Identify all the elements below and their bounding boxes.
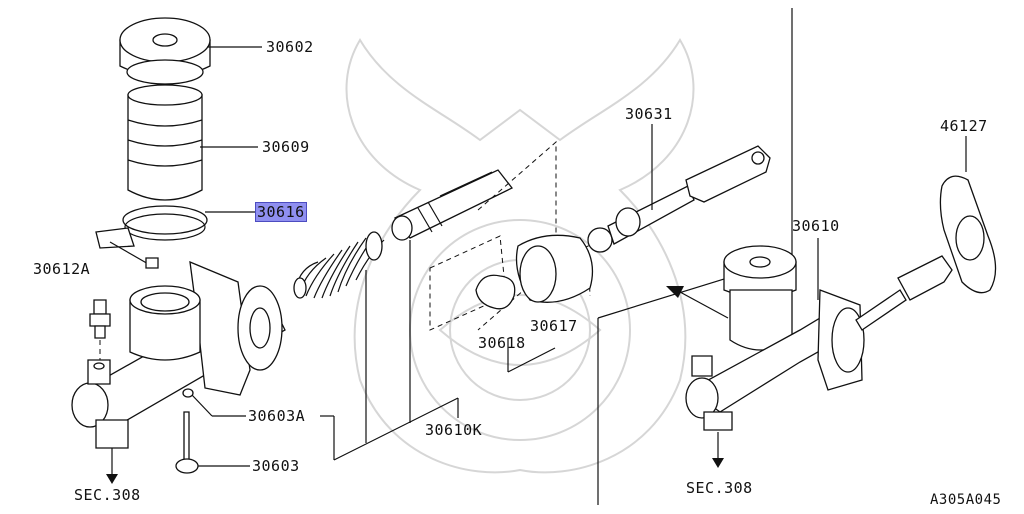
return-spring-part [294,232,384,298]
push-rod-part [588,146,770,252]
snap-ring-part [476,275,515,309]
mounting-bolt-part [176,412,198,473]
master-cylinder-body [72,262,285,448]
master-cylinder-assembly [686,246,952,430]
reservoir-tank-part [128,85,202,200]
leader-line [334,398,458,460]
gasket-part [940,176,995,293]
down-arrow-icon [712,458,724,468]
callout-30603a[interactable]: 30603A [248,407,306,425]
callout-30603[interactable]: 30603 [252,457,300,475]
piston-part [392,170,512,240]
callout-30612a[interactable]: 30612A [33,260,91,278]
dust-boot-part [517,235,593,302]
down-arrow-icon [106,474,118,484]
callout-30610[interactable]: 30610 [792,217,840,235]
kit-boundary-line [478,142,556,330]
washer-part [183,389,193,397]
hose-clamp-part [96,206,207,268]
callout-30616-highlighted[interactable]: 30616 [255,202,307,222]
callout-30610k[interactable]: 30610K [425,421,483,439]
section-ref-right[interactable]: SEC.308 [686,479,753,497]
leader-line [508,348,555,372]
leader-line [192,395,212,416]
drawing-code: A305A045 [930,492,1002,508]
bleeder-screw-part [90,300,110,338]
section-ref-left[interactable]: SEC.308 [74,486,141,504]
callout-46127[interactable]: 46127 [940,117,988,135]
callout-30617[interactable]: 30617 [530,317,578,335]
callout-30609[interactable]: 30609 [262,138,310,156]
callout-30631[interactable]: 30631 [625,105,673,123]
direction-arrow-icon [666,286,684,298]
callout-30618[interactable]: 30618 [478,334,526,352]
reservoir-cap-part [120,18,210,84]
callout-30602[interactable]: 30602 [266,38,314,56]
arrow-line [680,292,728,318]
